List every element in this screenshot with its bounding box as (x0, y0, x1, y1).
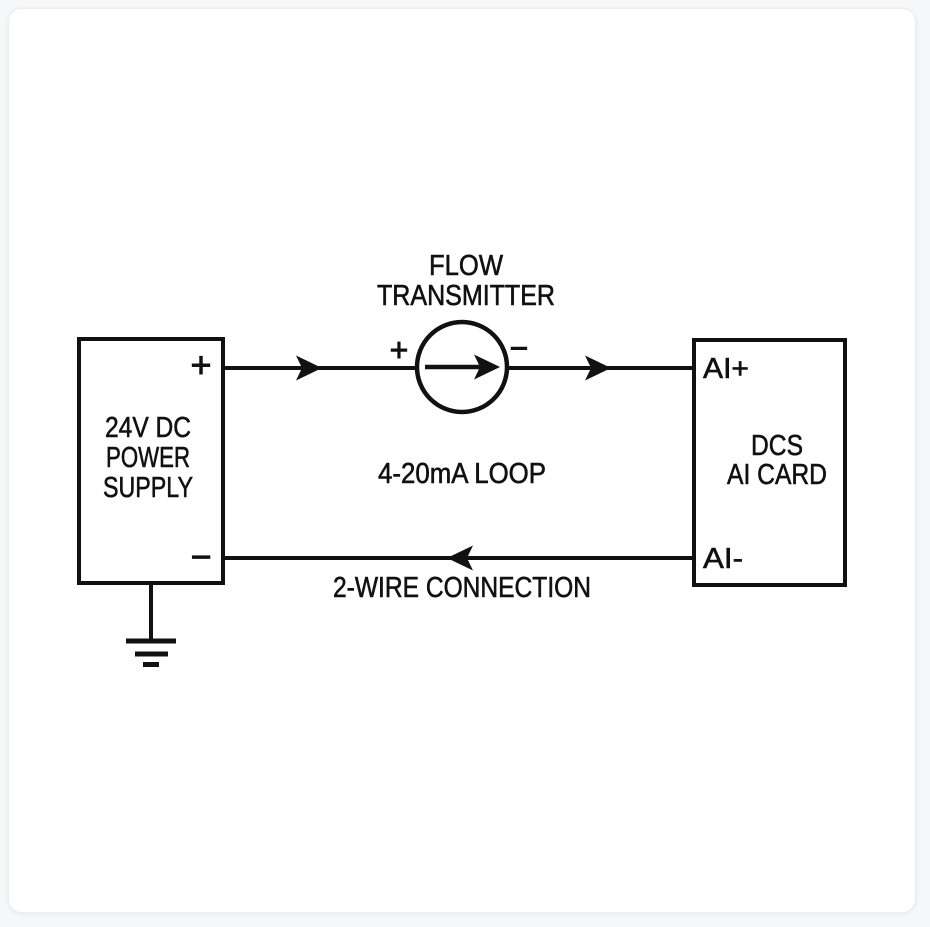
dcs-ai-card-block: AI+ AI- DCS AI CARD (692, 338, 847, 587)
connection-label: 2-WIRE CONNECTION (333, 572, 591, 604)
transmitter-plus-sign: + (390, 332, 409, 368)
loop-label: 4-20mA LOOP (378, 458, 546, 490)
dcs-ai-card-box (692, 338, 847, 587)
transmitter-minus-sign: − (510, 330, 529, 366)
earth-ground-icon (126, 583, 176, 667)
power-supply-label: 24V DC (105, 412, 191, 444)
ai-minus-terminal-label: AI- (703, 543, 743, 575)
dcs-card-label: AI CARD (727, 459, 827, 491)
left-arrowhead-icon (447, 545, 473, 571)
current-source-arrowhead-icon (474, 354, 500, 380)
power-supply-minus-terminal: − (190, 536, 211, 577)
power-supply-label: SUPPLY (103, 472, 193, 504)
power-supply-label: POWER (106, 442, 190, 474)
power-supply-block: + − 24V DC POWER SUPPLY (77, 337, 225, 585)
right-arrowhead-icon (296, 355, 322, 381)
ai-plus-terminal-label: AI+ (703, 353, 749, 385)
flow-transmitter-label: TRANSMITTER (377, 280, 555, 312)
flow-transmitter-label: FLOW (429, 250, 504, 282)
right-arrowhead-icon (585, 355, 611, 381)
dcs-card-label: DCS (751, 430, 803, 462)
flow-transmitter-symbol: + − FLOW TRANSMITTER (377, 250, 555, 415)
power-supply-plus-terminal: + (190, 344, 211, 385)
